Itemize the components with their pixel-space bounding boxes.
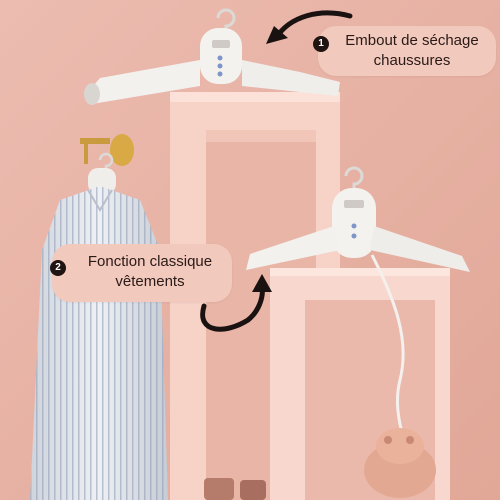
callout-1-line1: Embout de séchage <box>345 32 479 49</box>
callout-1-number-badge: 1 <box>313 36 329 52</box>
callout-1-line2: chaussures <box>373 52 451 69</box>
top-hanger-dryer <box>84 8 340 105</box>
callout-2-line2: vêtements <box>115 273 185 290</box>
shoes <box>204 478 266 500</box>
wall-hook <box>80 134 134 166</box>
callout-shoe-drying: 1 Embout de séchage chaussures <box>313 26 496 76</box>
arrow-2-icon <box>200 274 272 332</box>
front-hanger-dryer <box>246 166 470 272</box>
decorative-bust <box>364 428 436 498</box>
callout-1-text: Embout de séchage chaussures <box>332 31 492 71</box>
callout-2-number-badge: 2 <box>50 260 66 276</box>
callout-clothes-function: 2 Fonction classique vêtements <box>50 244 232 302</box>
power-cable <box>370 254 406 441</box>
callout-2-line1: Fonction classique <box>87 253 213 270</box>
callout-2-text: Fonction classique vêtements <box>72 252 228 292</box>
arrow-1-icon <box>266 10 353 44</box>
